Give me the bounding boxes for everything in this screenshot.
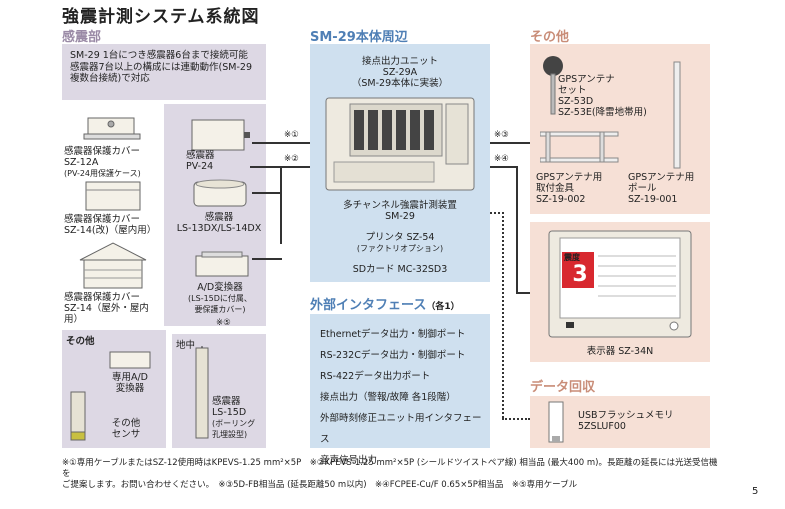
recovery-heading: データ回収: [530, 380, 596, 395]
usb-label: USBフラッシュメモリ 5ZSLUF00: [578, 410, 674, 432]
sdcard-label: SDカード MC-32SD3: [352, 264, 448, 275]
desc-line-2: 感震器7台以上の構成には連動動作(SM-29: [70, 61, 252, 73]
mark-3: ※③: [494, 130, 509, 140]
footnotes: ※①専用ケーブルまたはSZ-12使用時はKPEVS-1.25 mm²×5P ※②…: [62, 458, 718, 490]
page-title: 強震計測システム系統図: [62, 7, 260, 27]
other-sensor-icon: [68, 386, 88, 442]
display-title: 震度: [564, 253, 580, 262]
gps-pole-icon: [670, 60, 684, 170]
interface-heading: 外部インタフェース（各1）: [310, 298, 460, 313]
other-ad-icon: [108, 348, 152, 370]
cover-sz14-icon: [84, 180, 142, 212]
desc-line-3: 複数台接続)で対応: [70, 73, 150, 84]
desc-line-1: SM-29 1台につき感震器6台まで接続可能: [70, 50, 248, 61]
mark-5: ※⑤: [216, 318, 231, 328]
sensor-pv24-label: 感震器 PV-24: [186, 150, 215, 172]
covers-column: [62, 104, 164, 326]
usb-icon: [546, 400, 566, 444]
cover-sz14o-label: 感震器保護カバー SZ-14（屋外・屋内用）: [64, 292, 149, 325]
mark-4: ※④: [494, 154, 509, 164]
dotted-line-usb: [502, 212, 504, 418]
interface-panel: Ethernetデータ出力・制御ポート RS-232Cデータ出力・制御ポート R…: [310, 314, 490, 466]
cover-sz12a-label: 感震器保護カバー SZ-12A (PV-24用保護ケース): [64, 146, 141, 178]
other-ad-label: 専用A/D 変換器: [111, 372, 148, 394]
line-m3: [490, 142, 540, 144]
gps-antenna-label: GPSアンテナ セット SZ-53D SZ-53E(降雷地帯用): [558, 74, 647, 118]
sensor-ls15-label: 感震器 LS-15D (ボーリング 孔埋設型): [212, 396, 256, 439]
sensor-ls13-label: 感震器 LS-13DX/LS-14DX: [176, 212, 262, 234]
mark-1: ※①: [284, 130, 299, 140]
ad-converter-icon: [192, 250, 252, 280]
other-heading: その他: [530, 30, 570, 45]
sm29-label: 多チャンネル強震計測装置 SM-29: [343, 200, 457, 222]
printer-label: プリンタ SZ-54 (ファクトリオプション): [356, 232, 444, 253]
main-heading: SM-29本体周辺: [310, 30, 408, 45]
sensors-heading: 感震部: [62, 30, 102, 45]
line-m4: [490, 166, 516, 168]
display-value: 3: [572, 262, 588, 287]
gps-antenna-icon: [540, 54, 566, 118]
iface-item: 外部時刻修正ユニット用インタフェース: [320, 413, 482, 445]
cover-sz12a-icon: [82, 112, 142, 142]
cover-house-icon: [76, 240, 150, 290]
iface-item: RS-232Cデータ出力・制御ポート: [320, 350, 466, 361]
sensor-ls13-icon: [188, 176, 252, 212]
underground-label: 地中: [176, 340, 196, 351]
other-sensors-heading: その他: [66, 336, 95, 347]
iface-item: 音声信号出力: [320, 455, 378, 466]
display-device: [548, 230, 692, 340]
line-m2: [250, 166, 280, 168]
sensor-pv24-icon: [188, 116, 252, 156]
gps-pole-label: GPSアンテナ用 ポール SZ-19-001: [628, 172, 695, 205]
ad-converter-label: A/D変換器 (LS-15Dに付属、 要保護カバー): [188, 282, 252, 314]
iface-item: 接点出力（警報/故障 各1段階）: [320, 392, 456, 403]
sm29-device-image: [324, 96, 478, 194]
iface-item: RS-422データ出力ポート: [320, 371, 431, 382]
underground-panel: [172, 334, 266, 448]
other-sensor-label: その他 センサ: [111, 418, 141, 440]
sensors-description-panel: SM-29 1台につき感震器6台まで接続可能 感震器7台以上の構成には連動動作(…: [62, 44, 266, 100]
contact-unit-label: 接点出力ユニット SZ-29A （SM-29本体に実装）: [351, 56, 449, 89]
sensor-ls15-icon: [192, 346, 212, 440]
page-number: 5: [752, 486, 759, 497]
cover-sz14-label: 感震器保護カバー SZ-14(改)（屋内用）: [64, 214, 157, 236]
gps-mount-label: GPSアンテナ用 取付金具 SZ-19-002: [536, 172, 603, 205]
mark-2: ※②: [284, 154, 299, 164]
gps-mount-icon: [540, 128, 620, 168]
line-m1: [252, 142, 300, 144]
display-label: 表示器 SZ-34N: [586, 346, 654, 357]
iface-item: Ethernetデータ出力・制御ポート: [320, 329, 466, 340]
